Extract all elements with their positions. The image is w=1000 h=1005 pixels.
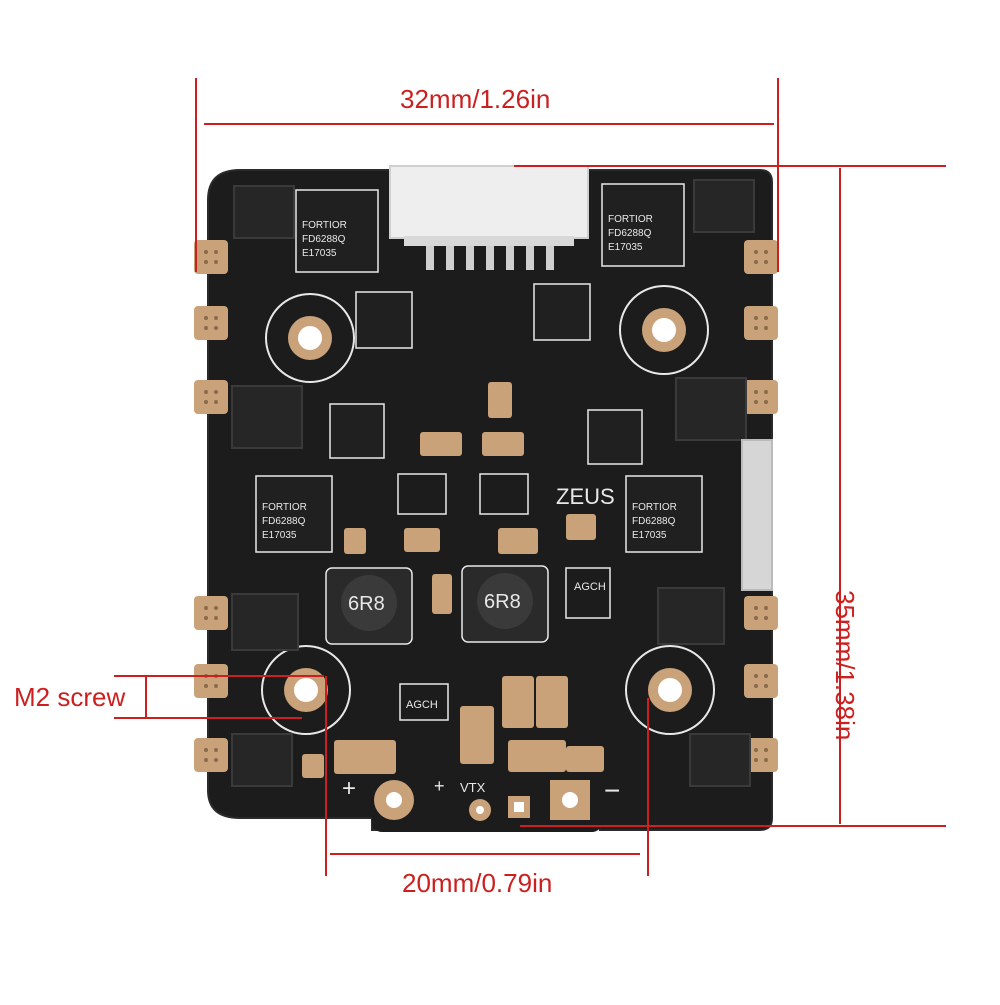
regulator-label-1: AGCH [574, 581, 606, 593]
height-dimension-label: 35mm/1.38in [830, 590, 860, 741]
chip-label-2: FORTIOR [262, 502, 307, 513]
left-motor-pads [194, 240, 228, 772]
brand-silkscreen: ZEUS [556, 484, 615, 509]
chip-lot-3: E17035 [608, 242, 643, 253]
chip-code-2: FD6288Q [262, 516, 306, 527]
regulators [397, 473, 611, 721]
usb-port [741, 439, 773, 591]
width-dimension-label: 32mm/1.26in [400, 84, 551, 114]
chip-label-3: FORTIOR [608, 214, 653, 225]
pad-plus-label-2: + [434, 776, 445, 796]
chip-lot-1: E17035 [632, 530, 667, 541]
power-pads [374, 780, 590, 821]
chip-code-3: FD6288Q [608, 228, 652, 239]
chip-label-1: FORTIOR [632, 502, 677, 513]
pad-minus-label: − [604, 775, 620, 806]
chip-label-4: FORTIOR [302, 220, 347, 231]
chip-lot-4: E17035 [302, 248, 337, 259]
mounting-holes [261, 285, 715, 735]
inductors [325, 565, 549, 645]
driver-chips [255, 183, 703, 553]
right-motor-pads [744, 240, 778, 772]
chip-code-1: FD6288Q [632, 516, 676, 527]
connector [389, 165, 589, 270]
dimension-lines [114, 78, 946, 876]
capacitors [302, 382, 604, 778]
screw-size-label: M2 screw [14, 682, 126, 712]
chip-lot-2: E17035 [262, 530, 297, 541]
pad-plus-label: + [342, 775, 356, 802]
inductor-label-1: 6R8 [348, 593, 385, 615]
regulator-label-2: AGCH [406, 699, 438, 711]
mosfets [231, 179, 755, 787]
chip-code-4: FD6288Q [302, 234, 346, 245]
inductor-label-2: 6R8 [484, 591, 521, 613]
hole-spacing-label: 20mm/0.79in [402, 868, 553, 898]
mcu-chips [329, 283, 643, 465]
pad-vtx-label: VTX [460, 780, 486, 795]
